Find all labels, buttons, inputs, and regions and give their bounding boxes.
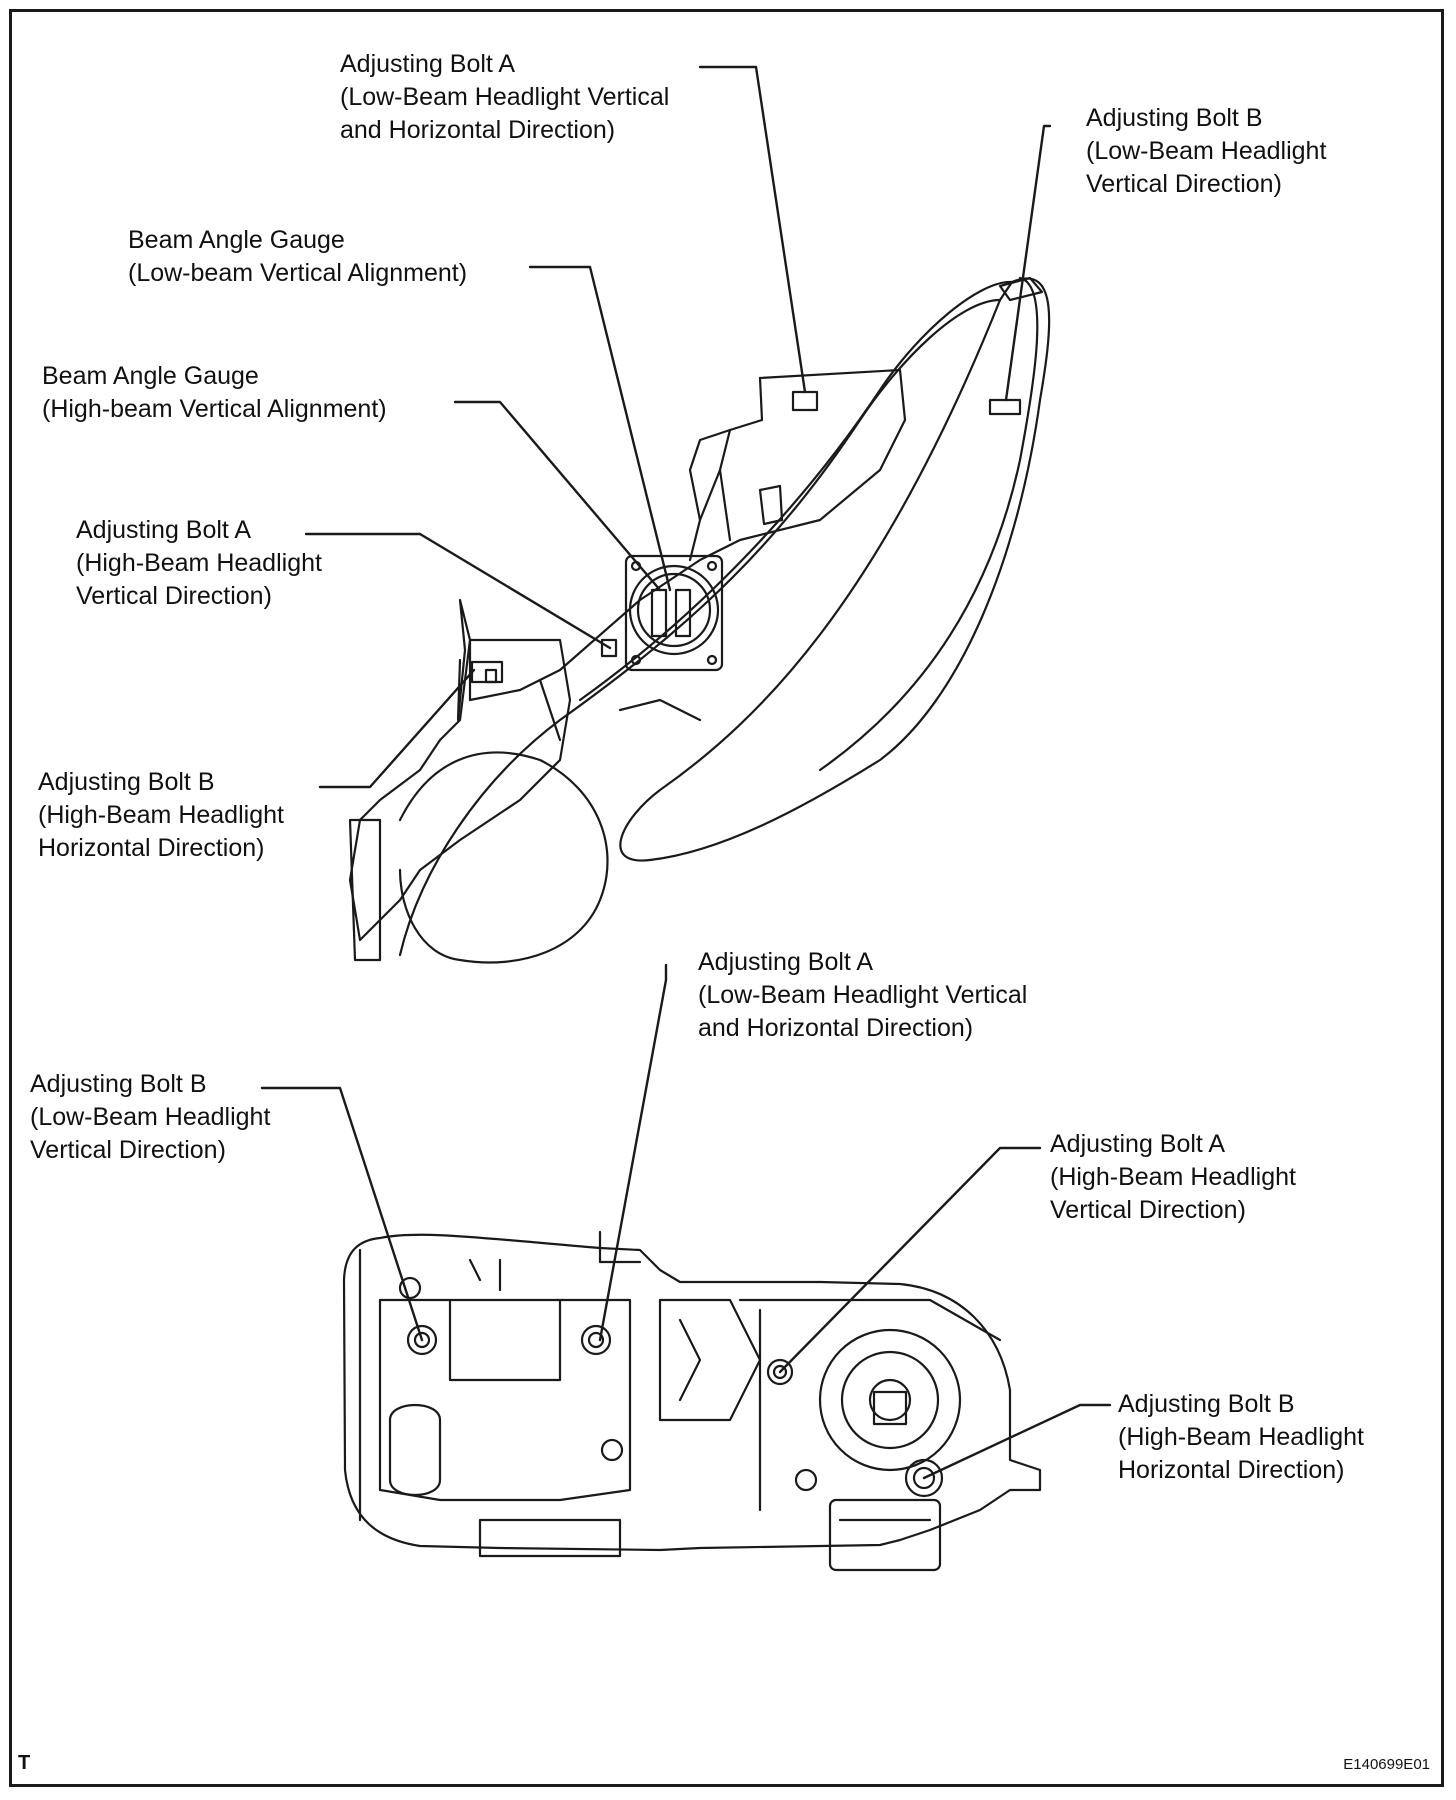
label-line: Beam Angle Gauge bbox=[42, 362, 259, 390]
label-line: Horizontal Direction) bbox=[1118, 1456, 1345, 1484]
label-line: Adjusting Bolt A bbox=[340, 50, 516, 78]
label-top-bolt-b-high-beam: Adjusting Bolt B (High-Beam Headlight Ho… bbox=[38, 766, 284, 865]
label-bottom-bolt-a-low-beam: Adjusting Bolt A (Low-Beam Headlight Ver… bbox=[698, 946, 1027, 1045]
label-top-bolt-b-low-beam: Adjusting Bolt B (Low-Beam Headlight Ver… bbox=[1086, 102, 1326, 201]
label-gauge-low-beam: Beam Angle Gauge (Low-beam Vertical Alig… bbox=[128, 224, 467, 290]
label-line: (High-Beam Headlight bbox=[76, 549, 322, 577]
label-line: Adjusting Bolt B bbox=[30, 1070, 207, 1098]
label-line: Horizontal Direction) bbox=[38, 834, 265, 862]
label-line: (High-beam Vertical Alignment) bbox=[42, 395, 387, 423]
label-top-bolt-a-low-beam: Adjusting Bolt A (Low-Beam Headlight Ver… bbox=[340, 48, 669, 147]
bottom-leader-lines bbox=[260, 963, 1112, 1480]
label-line: Adjusting Bolt A bbox=[698, 948, 874, 976]
label-line: (Low-Beam Headlight Vertical bbox=[698, 981, 1028, 1009]
label-line: (High-Beam Headlight bbox=[1118, 1423, 1364, 1451]
label-line: Adjusting Bolt A bbox=[1050, 1130, 1226, 1158]
label-line: Adjusting Bolt B bbox=[1118, 1390, 1295, 1418]
label-bottom-bolt-a-high-beam: Adjusting Bolt A (High-Beam Headlight Ve… bbox=[1050, 1128, 1296, 1227]
label-line: (Low-beam Vertical Alignment) bbox=[128, 259, 468, 287]
label-line: Vertical Direction) bbox=[1086, 170, 1282, 198]
corner-mark: T bbox=[18, 1752, 31, 1774]
headlight-top-view bbox=[348, 276, 1051, 964]
label-line: Adjusting Bolt B bbox=[38, 768, 215, 796]
label-bottom-bolt-b-low-beam: Adjusting Bolt B (Low-Beam Headlight Ver… bbox=[30, 1068, 270, 1167]
label-line: (High-Beam Headlight bbox=[1050, 1163, 1296, 1191]
top-leader-lines bbox=[304, 65, 1052, 789]
label-line: (Low-Beam Headlight bbox=[1086, 137, 1327, 165]
label-line: Adjusting Bolt B bbox=[1086, 104, 1263, 132]
label-bottom-bolt-b-high-beam: Adjusting Bolt B (High-Beam Headlight Ho… bbox=[1118, 1388, 1364, 1487]
label-line: (Low-Beam Headlight Vertical bbox=[340, 83, 670, 111]
label-gauge-high-beam: Beam Angle Gauge (High-beam Vertical Ali… bbox=[42, 360, 387, 426]
headlight-rear-view bbox=[342, 1230, 1042, 1572]
diagram-frame bbox=[9, 9, 1444, 1787]
label-line: and Horizontal Direction) bbox=[698, 1014, 974, 1042]
figure-code: E140699E01 bbox=[1343, 1756, 1430, 1773]
label-top-bolt-a-high-beam: Adjusting Bolt A (High-Beam Headlight Ve… bbox=[76, 514, 322, 613]
label-line: and Horizontal Direction) bbox=[340, 116, 616, 144]
label-line: Vertical Direction) bbox=[76, 582, 272, 610]
label-line: Vertical Direction) bbox=[30, 1136, 226, 1164]
label-line: (High-Beam Headlight bbox=[38, 801, 284, 829]
label-line: Beam Angle Gauge bbox=[128, 226, 345, 254]
label-line: Vertical Direction) bbox=[1050, 1196, 1246, 1224]
label-line: Adjusting Bolt A bbox=[76, 516, 252, 544]
label-line: (Low-Beam Headlight bbox=[30, 1103, 271, 1131]
